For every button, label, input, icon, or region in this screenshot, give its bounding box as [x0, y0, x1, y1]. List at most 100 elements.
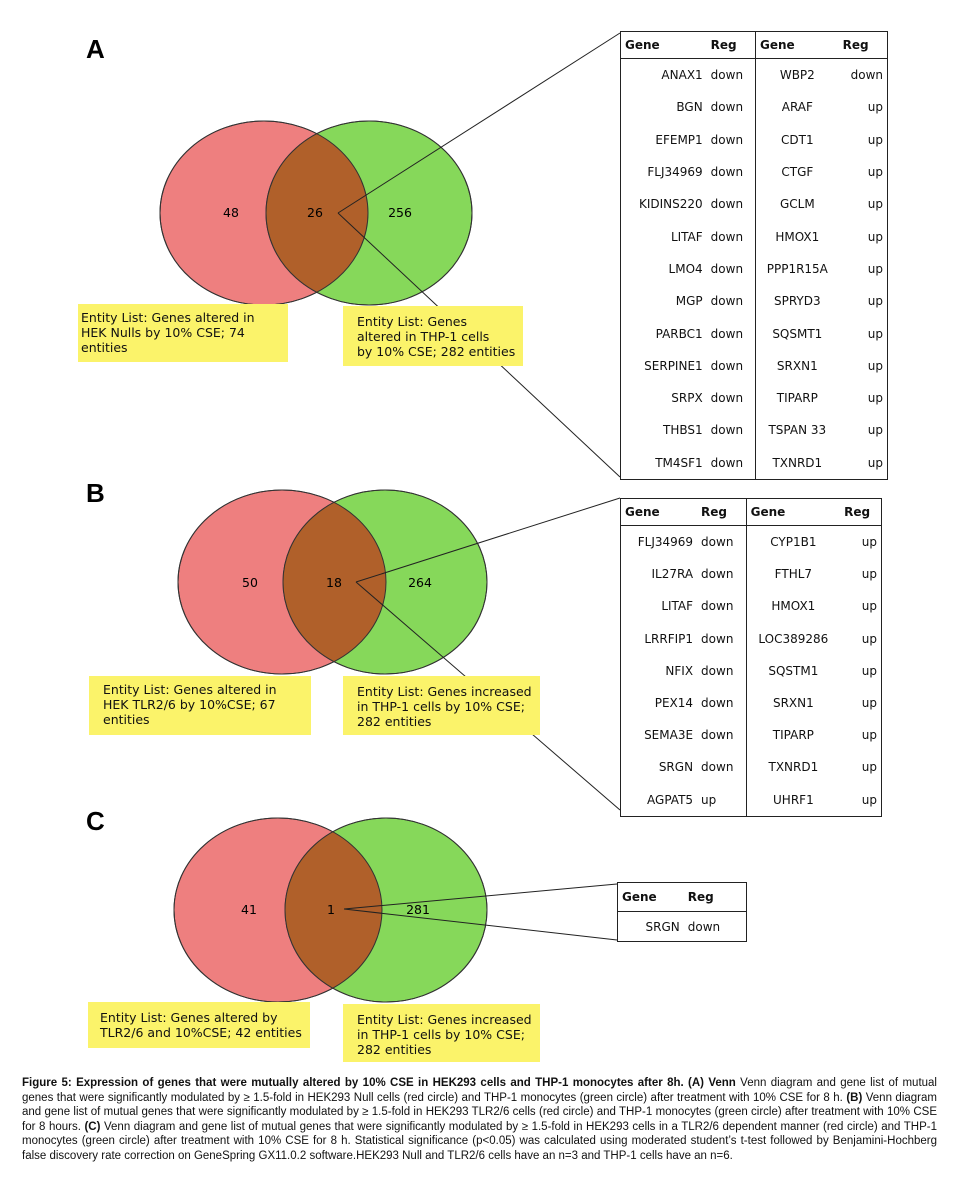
gene-cell: TXNRD1: [768, 760, 819, 775]
caption-label-b: (B): [846, 1091, 863, 1104]
column-header: Reg: [838, 31, 888, 59]
gene-cell: SRXN1: [776, 358, 818, 373]
reg-cell: down: [706, 317, 756, 350]
callout-line-c-top: [343, 883, 618, 910]
reg-cell: up: [861, 631, 877, 646]
reg-cell: up: [867, 423, 883, 438]
callout-line-c-bottom: [343, 908, 618, 941]
reg-cell: down: [706, 349, 756, 382]
gene-cell: CYP1B1: [770, 535, 817, 550]
entity-list-c-right: Entity List: Genes increased in THP-1 ce…: [343, 1004, 540, 1062]
gene-cell: SQSMT1: [772, 326, 823, 341]
gene-cell: UHRF1: [773, 792, 814, 807]
reg-cell: down: [850, 68, 883, 83]
entity-list-b-right: Entity List: Genes increased in THP-1 ce…: [343, 676, 540, 735]
gene-cell: SPRYD3: [774, 294, 821, 309]
reg-cell: down: [697, 654, 747, 687]
column-header: Reg: [840, 498, 882, 526]
gene-cell: NFIX: [665, 663, 694, 678]
reg-cell: down: [706, 123, 756, 156]
reg-cell: up: [861, 728, 877, 743]
gene-cell: SRPX: [671, 391, 703, 406]
gene-cell: CDT1: [781, 132, 814, 147]
reg-cell: up: [867, 100, 883, 115]
reg-cell: up: [861, 663, 877, 678]
venn-c-overlap-count: 1: [327, 902, 335, 917]
gene-cell: PEX14: [654, 696, 694, 711]
column-header: Reg: [697, 498, 747, 526]
gene-cell: PPP1R15A: [766, 261, 828, 276]
gene-cell: CTGF: [781, 165, 814, 180]
gene-cell: SERPINE1: [644, 358, 703, 373]
venn-a: 48 26 256: [159, 32, 621, 478]
callout-line-a-top: [337, 32, 621, 214]
caption-text-b: Venn diagram and gene list of mutual gen…: [22, 1091, 937, 1133]
reg-cell: down: [706, 414, 756, 447]
venn-b-left-count: 50: [242, 575, 258, 590]
reg-cell: down: [697, 525, 747, 559]
gene-cell: IL27RA: [651, 567, 694, 582]
entity-list-b-left: Entity List: Genes altered in HEK TLR2/6…: [89, 676, 311, 735]
reg-cell: down: [697, 590, 747, 623]
figure-caption: Figure 5: Expression of genes that were …: [22, 1076, 937, 1163]
column-header: Reg: [706, 31, 756, 59]
venn-a-left-count: 48: [223, 205, 239, 220]
column-header: Gene: [746, 498, 841, 526]
panel-b-letter: B: [86, 478, 105, 508]
gene-cell: ANAX1: [661, 68, 703, 83]
gene-cell: WBP2: [779, 68, 815, 83]
reg-cell: down: [706, 58, 756, 92]
reg-cell: down: [706, 252, 756, 286]
caption-text-c: Venn diagram and gene list of mutual gen…: [22, 1120, 937, 1162]
column-header: Gene: [617, 882, 684, 912]
reg-cell: down: [697, 558, 747, 591]
gene-cell: LRRFIP1: [644, 631, 694, 646]
reg-cell: up: [867, 294, 883, 309]
column-header: Gene: [620, 31, 707, 59]
gene-cell: PARBC1: [655, 326, 703, 341]
column-header: Reg: [683, 882, 747, 912]
gene-cell: HMOX1: [775, 229, 820, 244]
gene-cell: GCLM: [779, 197, 815, 212]
gene-cell: TIPARP: [776, 391, 818, 406]
reg-cell: up: [867, 261, 883, 276]
reg-cell: up: [867, 358, 883, 373]
gene-cell: TIPARP: [772, 728, 814, 743]
entity-list-a-left: Entity List: Genes altered in HEK Nulls …: [78, 304, 288, 362]
reg-cell: up: [861, 792, 877, 807]
entity-list-c-left: Entity List: Genes altered by TLR2/6 and…: [88, 1002, 310, 1048]
reg-cell: down: [706, 155, 756, 189]
venn-diagrams: 48 26 256 50 18 264 41 1 281: [159, 32, 621, 1003]
gene-cell: SRGN: [658, 760, 694, 775]
gene-cell: FTHL7: [774, 567, 813, 582]
reg-cell: up: [697, 783, 747, 817]
column-header: Gene: [620, 498, 698, 526]
reg-cell: down: [706, 188, 756, 221]
caption-label-c: (C): [84, 1120, 101, 1133]
venn-c: 41 1 281: [173, 817, 618, 1003]
venn-b-overlap-count: 18: [326, 575, 342, 590]
reg-cell: down: [706, 91, 756, 124]
gene-cell: FLJ34969: [637, 535, 694, 550]
gene-cell: EFEMP1: [655, 132, 703, 147]
column-header: Gene: [755, 31, 839, 59]
gene-cell: LITAF: [670, 229, 703, 244]
